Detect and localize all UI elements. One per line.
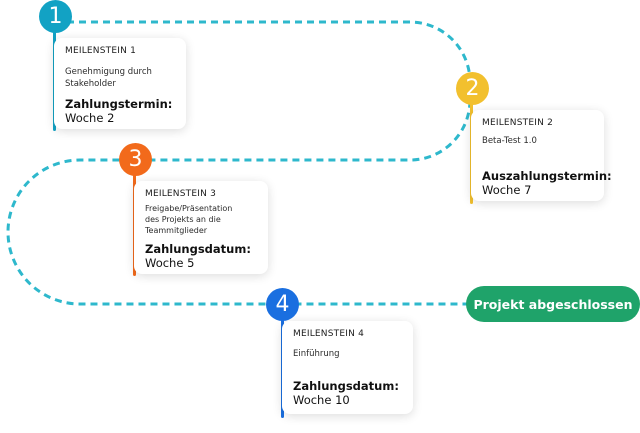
milestone-1-description: Genehmigung durch Stakeholder [65,67,152,90]
milestone-3-card: MEILENSTEIN 3 Freigabe/Präsentation des … [134,181,268,274]
milestone-2-card: MEILENSTEIN 2 Beta-Test 1.0 Auszahlungst… [471,110,612,201]
milestone-4-number-badge: 4 [266,288,299,321]
milestone-2-number-badge: 2 [456,72,489,105]
milestone-2-payment-value: Woche 7 [482,183,532,197]
milestone-4-description: Einführung [293,349,340,359]
milestone-1-card: MEILENSTEIN 1 Genehmigung durch Stakehol… [54,38,186,129]
milestone-1-number-badge: 1 [39,0,72,33]
milestone-4-title: MEILENSTEIN 4 [293,329,365,339]
milestone-3-title: MEILENSTEIN 3 [145,189,217,199]
milestone-4-payment-value: Woche 10 [293,393,350,407]
milestone-1-payment-label: Zahlungstermin: [65,97,173,111]
milestone-2-payment-label: Auszahlungstermin: [482,169,612,183]
milestone-3-number-badge: 3 [119,143,152,176]
milestone-2-title: MEILENSTEIN 2 [482,118,554,128]
milestone-3-payment-label: Zahlungsdatum: [145,242,251,256]
milestone-1-payment-value: Woche 2 [65,111,115,125]
project-completed-badge: Projekt abgeschlossen [466,286,640,322]
milestone-2-description: Beta-Test 1.0 [482,136,537,146]
milestone-3-payment-value: Woche 5 [145,256,195,270]
milestone-4-payment-label: Zahlungsdatum: [293,379,399,393]
milestone-3-description: Freigabe/Präsentation des Projekts an di… [145,204,233,236]
milestone-1-title: MEILENSTEIN 1 [65,46,137,56]
milestone-4-card: MEILENSTEIN 4 Einführung Zahlungsdatum: … [282,321,413,414]
